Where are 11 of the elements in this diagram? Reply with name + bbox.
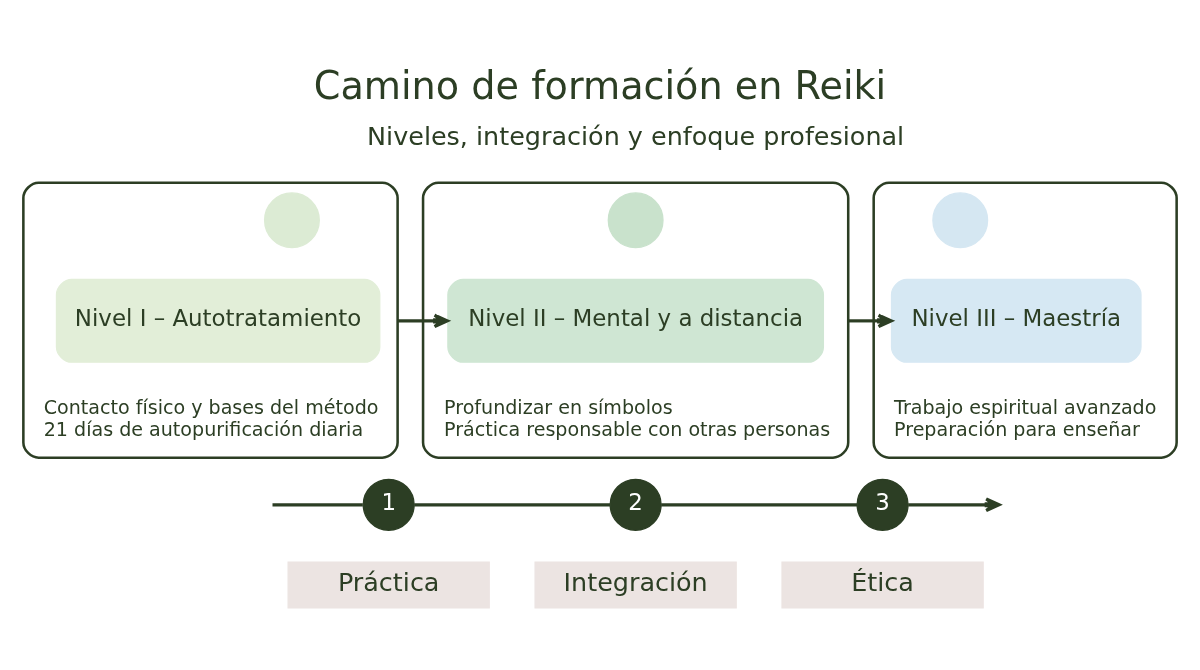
label: Niveles, integración y enfoque profesional xyxy=(367,120,905,151)
label: Ética xyxy=(851,566,914,597)
node-label: Práctica responsable con otras personas xyxy=(444,417,831,441)
node-label: Profundizar en símbolos xyxy=(444,395,673,419)
node-label: Preparación para enseñar xyxy=(894,417,1140,441)
label: Integración xyxy=(563,566,708,597)
diagram-title: Camino de formación en Reiki xyxy=(313,63,887,108)
node-label: Trabajo espiritual avanzado xyxy=(894,395,1157,419)
label: Práctica xyxy=(337,566,440,597)
node-label: Contacto físico y bases del método xyxy=(43,395,379,419)
node-label: 21 días de autopurificación diaria xyxy=(43,417,364,441)
